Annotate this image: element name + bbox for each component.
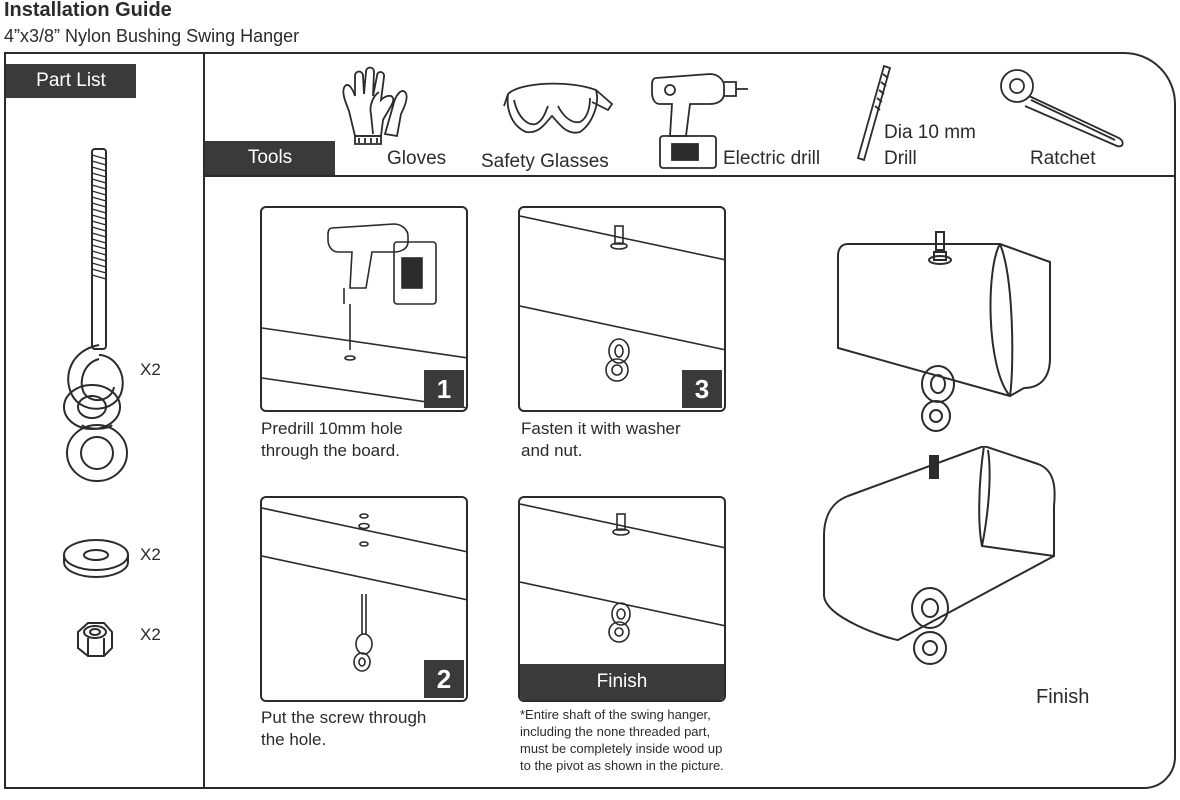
step-2-panel: 2 [260,496,468,702]
drill-label: Drill [884,148,917,170]
finish-note-line-1: *Entire shaft of the swing hanger, [520,706,711,723]
drill-size-label: Dia 10 mm [884,122,976,144]
step-3-caption-line-2: and nut. [521,440,582,462]
electric-drill-label: Electric drill [723,148,820,170]
finish-note-line-4: to the pivot as shown in the picture. [520,757,724,774]
step-1-panel: 1 [260,206,468,412]
step-3-number: 3 [682,370,722,408]
finish-step-label: Finish [520,664,724,700]
finished-block-bottom-illustration [818,446,1058,678]
finished-block-top-illustration [834,228,1060,443]
swing-hanger-bolt-icon [52,145,142,490]
step-1-number: 1 [424,370,464,408]
safety-glasses-icon [500,74,618,144]
step-3-caption-line-1: Fasten it with washer [521,418,681,440]
step-2-caption-line-2: the hole. [261,729,326,751]
washer-quantity: X2 [140,545,161,565]
safety-glasses-label: Safety Glasses [481,151,609,173]
finish-note-line-3: must be completely inside wood up [520,740,722,757]
bolt-quantity: X2 [140,360,161,380]
part-list-label: Part List [6,64,136,98]
gloves-icon [335,66,415,146]
ratchet-icon [995,66,1131,150]
step-1-caption-line-2: through the board. [261,440,400,462]
ratchet-label: Ratchet [1030,148,1095,170]
page-title: Installation Guide [4,0,172,22]
step-1-caption-line-1: Predrill 10mm hole [261,418,403,440]
gloves-label: Gloves [387,148,446,170]
step-3-panel: 3 [518,206,726,412]
step-2-caption-line-1: Put the screw through [261,707,426,729]
washer-icon [60,535,132,581]
page-subtitle: 4”x3/8” Nylon Bushing Swing Hanger [4,26,299,47]
step-2-number: 2 [424,660,464,698]
tools-divider [205,175,1174,177]
finish-note-line-2: including the none threaded part, [520,723,710,740]
nut-icon [74,618,116,660]
finish-step-panel: Finish [518,496,726,702]
nut-quantity: X2 [140,625,161,645]
finish-illustration-label: Finish [1036,686,1089,708]
tools-label: Tools [205,141,335,175]
